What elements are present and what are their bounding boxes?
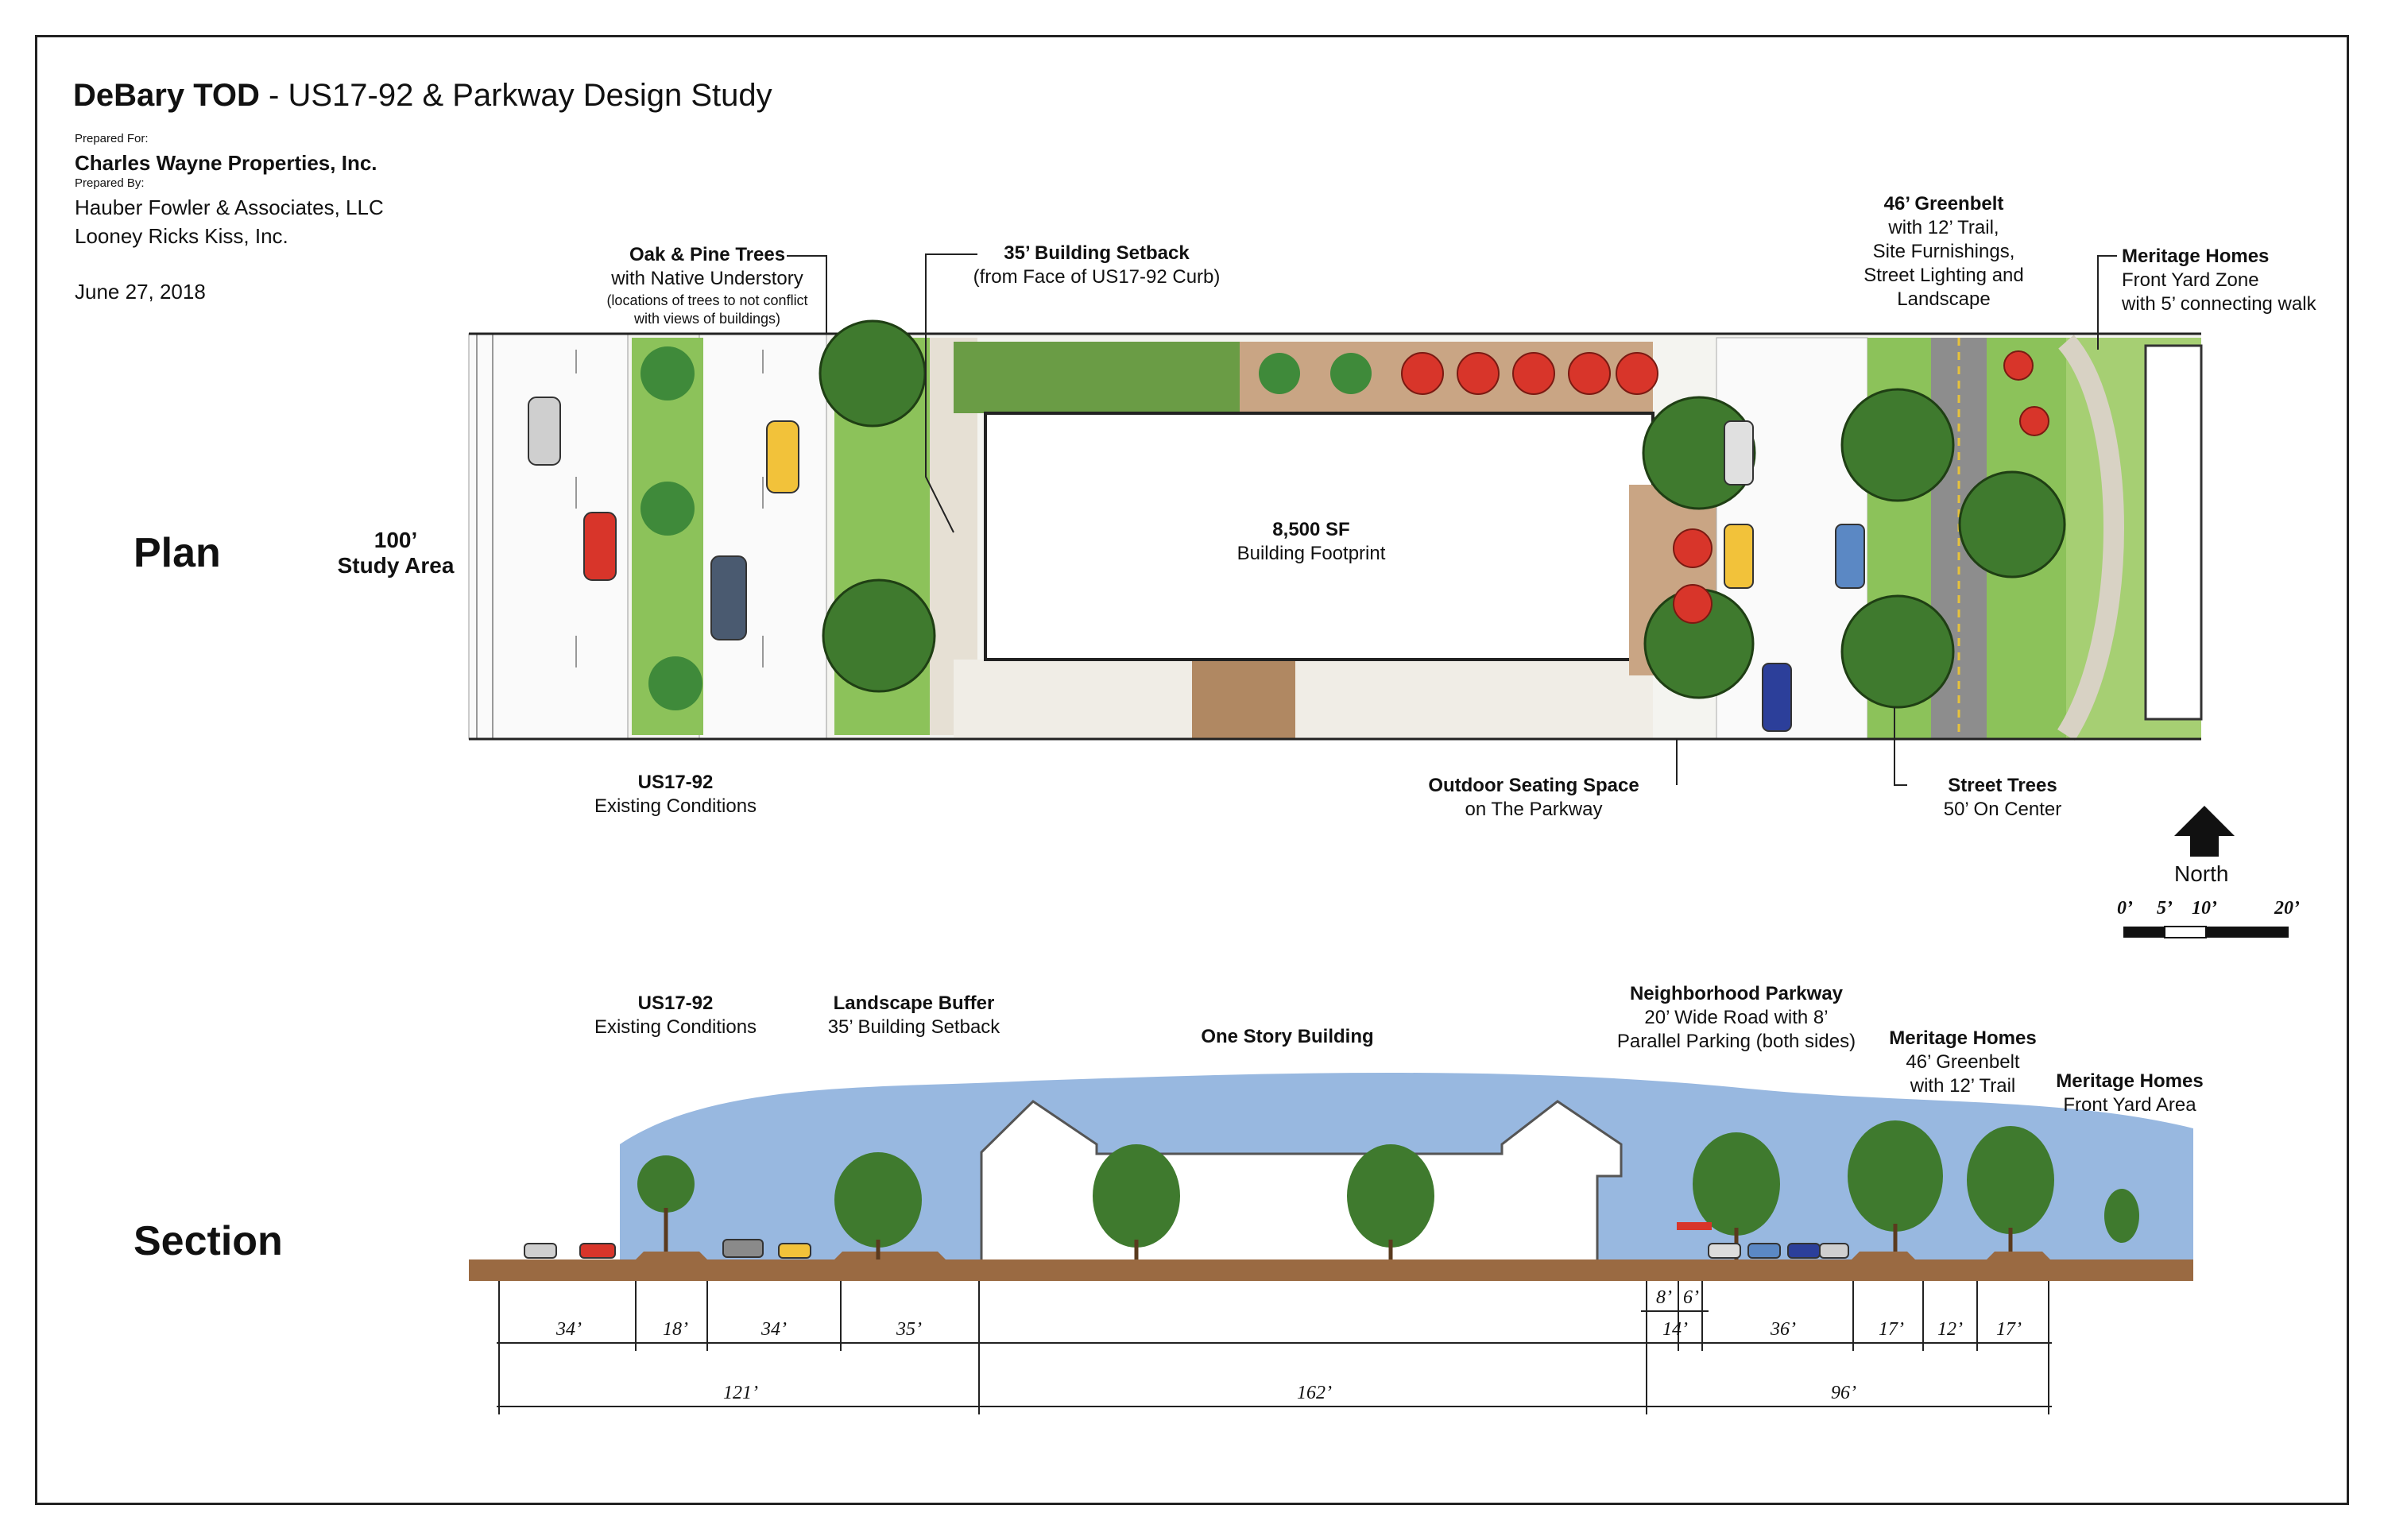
dimension-label: 14’ — [1662, 1319, 1688, 1340]
palm-tree — [1259, 353, 1300, 394]
scale-label: 0’ — [2117, 898, 2133, 919]
car — [1724, 420, 1754, 486]
dimension-label: 17’ — [1996, 1319, 2022, 1340]
palm-tree — [648, 656, 702, 710]
date: June 27, 2018 — [75, 280, 206, 304]
entry-paving — [1192, 652, 1295, 739]
scale-bar-segment — [2123, 927, 2165, 938]
umbrella — [1616, 352, 1658, 395]
dimension-label: 121’ — [723, 1383, 758, 1403]
section-tree — [834, 1152, 922, 1248]
section-umbrella — [1677, 1222, 1712, 1230]
umbrella — [1512, 352, 1555, 395]
section-car — [1708, 1243, 1741, 1259]
section-palm — [637, 1155, 695, 1213]
scale-bar-segment — [2206, 927, 2289, 938]
section-car — [579, 1243, 616, 1259]
prepared-by-2: Looney Ricks Kiss, Inc. — [75, 224, 288, 248]
section-tree — [1347, 1144, 1434, 1248]
page-title: DeBary TOD - US17-92 & Parkway Design St… — [73, 78, 772, 113]
plan-tree — [822, 578, 936, 693]
umbrella — [1401, 352, 1444, 395]
plan-tree — [1840, 594, 1955, 709]
section-car — [778, 1243, 811, 1259]
umbrella — [1673, 584, 1713, 624]
section-car — [1747, 1243, 1781, 1259]
car — [1835, 524, 1865, 589]
dimension-label: 12’ — [1937, 1319, 1963, 1340]
building-footprint — [984, 412, 1654, 661]
study-area-label: 100’Study Area — [337, 528, 455, 578]
section-heading: Section — [134, 1218, 283, 1264]
umbrella — [2019, 406, 2049, 436]
section-car — [722, 1239, 764, 1258]
car — [1762, 663, 1792, 732]
dimension-label: 18’ — [663, 1319, 688, 1340]
car — [528, 397, 561, 466]
setback-label: 35’ Building Setback(from Face of US17-9… — [973, 242, 1221, 288]
section-tree — [1093, 1144, 1180, 1248]
plan-tree — [1958, 470, 2066, 578]
car — [583, 512, 617, 581]
drawing-frame — [35, 35, 2349, 1505]
car — [710, 555, 747, 640]
car — [766, 420, 799, 493]
umbrella — [1568, 352, 1611, 395]
palm-tree — [641, 346, 695, 400]
palm-tree — [1330, 353, 1372, 394]
car — [1724, 524, 1754, 589]
dimension-label: 35’ — [896, 1319, 922, 1340]
dimension-label: 8’ — [1656, 1287, 1672, 1308]
prepared-for-label: Prepared For: — [75, 132, 149, 145]
section-car — [1819, 1243, 1849, 1259]
umbrella — [1673, 528, 1713, 568]
scale-label: 20’ — [2274, 898, 2300, 919]
section-tree — [1693, 1132, 1780, 1236]
dimension-label: 6’ — [1683, 1287, 1699, 1308]
plan-tree — [1840, 388, 1955, 502]
dimension-label: 96’ — [1831, 1383, 1856, 1403]
dimension-label: 36’ — [1771, 1319, 1796, 1340]
prepared-by-label: Prepared By: — [75, 176, 145, 190]
scale-label: 10’ — [2192, 898, 2217, 919]
prepared-for: Charles Wayne Properties, Inc. — [75, 151, 377, 175]
section-car — [524, 1243, 557, 1259]
umbrella — [2003, 350, 2034, 381]
plan-heading: Plan — [134, 530, 221, 576]
prepared-by-1: Hauber Fowler & Associates, LLC — [75, 195, 384, 219]
dimension-label: 17’ — [1879, 1319, 1904, 1340]
section-tree — [1848, 1120, 1943, 1232]
dimension-label: 162’ — [1297, 1383, 1332, 1403]
section-tree — [2104, 1189, 2139, 1243]
dimension-label: 34’ — [556, 1319, 582, 1340]
section-tree — [1967, 1126, 2054, 1234]
section-soil — [469, 1252, 2193, 1281]
dimension-label: 34’ — [761, 1319, 787, 1340]
scale-label: 5’ — [2157, 898, 2173, 919]
palm-tree — [641, 482, 695, 536]
one-story-building-label: One Story Building — [1201, 1026, 1374, 1047]
umbrella — [1457, 352, 1500, 395]
north-label: North — [2174, 861, 2229, 886]
section-car — [1787, 1243, 1821, 1259]
